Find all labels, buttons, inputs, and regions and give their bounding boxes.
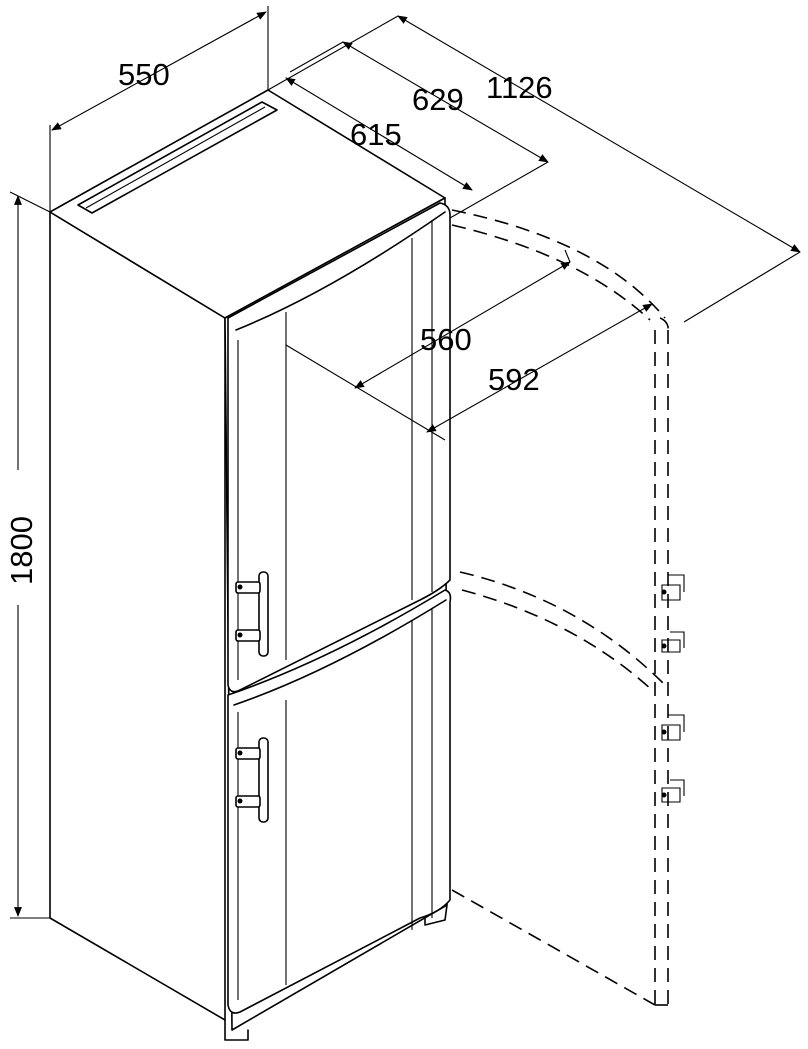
inner-depth-label: 560	[420, 322, 472, 357]
open-door-outline	[451, 209, 670, 1006]
dimension-height: 1800	[4, 191, 51, 919]
open-depth-label: 1126	[486, 70, 553, 105]
depth-body-label: 615	[350, 117, 402, 152]
lower-door	[227, 589, 452, 1014]
dimension-width: 550	[49, 6, 269, 212]
door-depth-label: 592	[488, 362, 540, 397]
dimension-door-depth: 592	[426, 303, 653, 433]
door-handle-upper	[235, 571, 269, 657]
door-hinge-icon	[661, 574, 685, 803]
width-label: 550	[118, 57, 170, 92]
depth-door-label: 629	[412, 82, 464, 117]
dimension-depth-body: 615	[285, 77, 473, 191]
height-label: 1800	[4, 516, 39, 585]
door-handle-lower	[235, 737, 269, 823]
